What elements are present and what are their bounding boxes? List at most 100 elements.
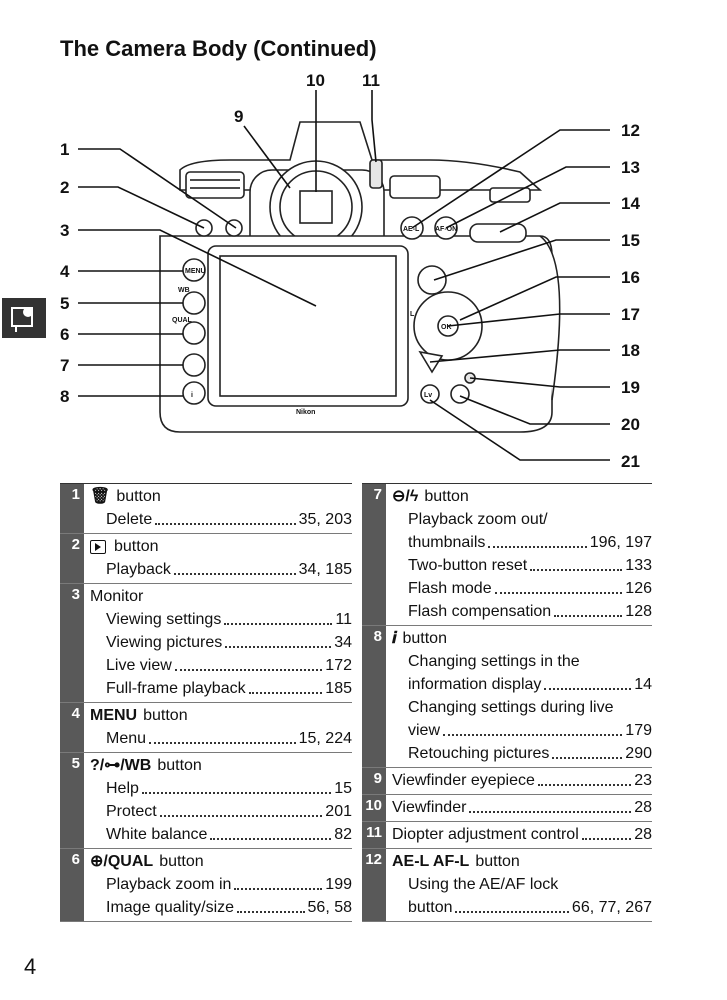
leader-dots [530,554,623,571]
page-number: 4 [24,954,37,979]
page-ref: 199 [325,876,352,893]
index-label: Retouching pictures [408,745,550,762]
page-ref: 14 [634,676,652,693]
index-text: Changing settings in the [408,653,580,670]
qual-label: QUAL [172,317,193,324]
ael-label: AE-L [403,226,420,233]
page-ref: 23 [634,772,652,789]
callout-13: 13 [621,158,640,177]
callout-11: 11 [362,71,380,90]
page-ref: 133 [625,557,652,574]
page-ref: 179 [625,722,652,739]
entry-title: button [90,535,352,558]
callout-14: 14 [621,194,640,213]
index-label: Playback [106,561,171,578]
index-label: button [408,899,453,916]
callout-5: 5 [60,294,69,313]
part-number: 5 [60,753,84,848]
leader-dots [494,577,623,594]
index-text: Using the AE/AF lock [408,876,559,893]
afon-label: AF-ON [435,226,457,233]
callout-7: 7 [60,356,69,375]
part-body: Viewfinder eyepiece 23 [386,768,652,794]
page-ref: 56, 58 [307,899,352,916]
part-number: 1 [60,484,84,533]
leader-dots [173,558,296,575]
index-text: Changing settings during live [408,699,614,716]
page-ref: 185 [325,680,352,697]
entry-title: Monitor [90,585,352,608]
part-number: 12 [362,849,386,921]
index-row: Full-frame playback 185 [90,677,352,700]
page-ref: 172 [325,657,352,674]
index-row: Flash compensation 128 [392,600,652,623]
callout-1: 1 [60,140,69,159]
entry-title: 🗑 button [90,485,352,508]
entry-title-text: button [402,630,447,647]
callout-3: 3 [60,221,69,240]
part-number: 3 [60,584,84,702]
page-ref: 28 [634,826,652,843]
callout-18: 18 [621,341,640,360]
leader-dots [155,508,296,525]
leader-dots [488,531,587,548]
page-ref: 128 [625,603,652,620]
leader-dots [174,654,323,671]
entry-title-text: button [116,488,161,505]
part-number: 9 [362,768,386,794]
part-number: 11 [362,822,386,848]
index-row: Playback zoom in 199 [90,873,352,896]
part-number: 7 [362,484,386,625]
leader-dots [159,800,323,817]
lock-label: L [410,311,415,318]
page-ref: 11 [335,611,352,628]
zoom-in-icon: ⊕/QUAL [90,853,154,870]
entry-title-text: button [114,538,159,555]
leader-dots [149,727,296,744]
page-ref: 201 [325,803,352,820]
index-label: Playback zoom in [106,876,232,893]
leader-dots [210,823,332,840]
index-label: Flash compensation [408,603,552,620]
page-ref: 82 [334,826,352,843]
leader-dots [537,769,632,786]
trash-icon: 🗑 [90,488,111,505]
lv-label: Lv [424,392,432,399]
callout-9: 9 [234,107,243,126]
index-label: Viewfinder eyepiece [392,772,535,789]
index-label: Full-frame playback [106,680,246,697]
page-ref: 34 [334,634,352,651]
page-ref: 28 [634,799,652,816]
leader-dots [554,600,623,617]
wb-label: WB [178,287,190,294]
info-button-label: i [191,392,193,399]
help-protect-icon: ?/⊶/WB [90,757,152,774]
page-ref: 196, 197 [589,534,652,551]
